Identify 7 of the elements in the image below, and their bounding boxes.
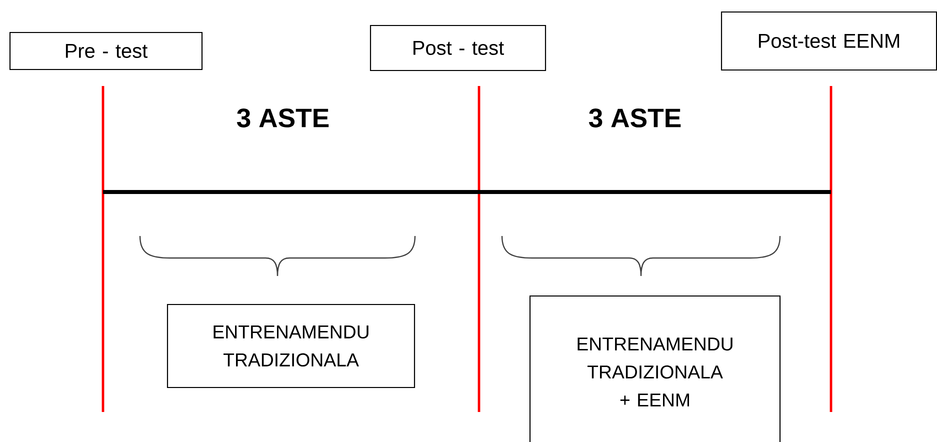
text-box: ENTRENAMENDU TRADIZIONALA + EENM xyxy=(529,295,781,442)
text-box: ENTRENAMENDU TRADIZIONALA xyxy=(166,304,416,388)
text-box: Post-test EENM xyxy=(720,11,937,71)
text-box: Post - test xyxy=(370,24,546,72)
text-box: Pre - test xyxy=(9,32,203,70)
phase-label: 3 ASTE xyxy=(236,108,329,128)
phase-label: 3 ASTE xyxy=(588,108,681,128)
